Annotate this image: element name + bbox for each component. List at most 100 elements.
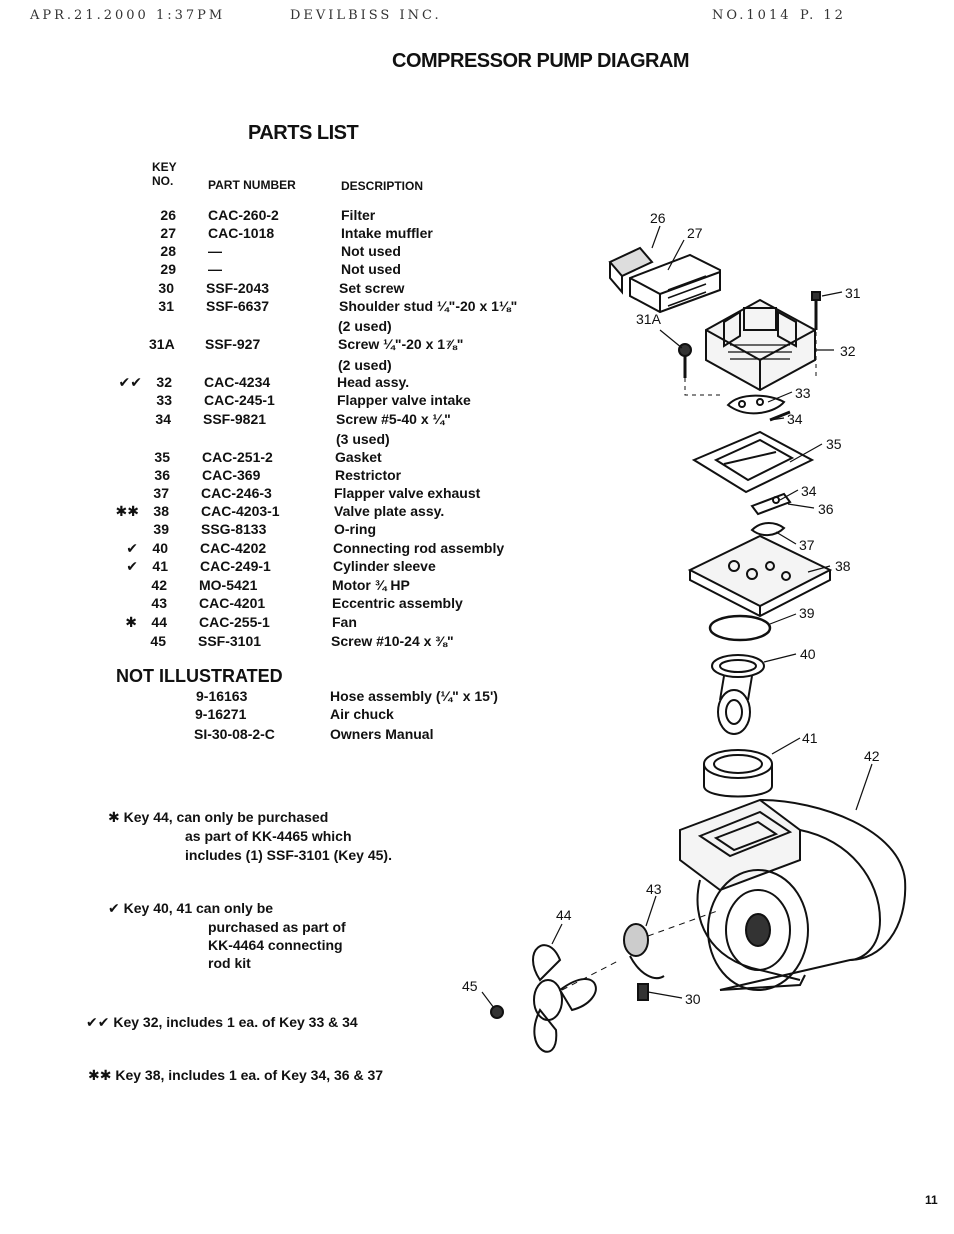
motor-drawing: [679, 798, 907, 991]
o-ring-drawing: [708, 614, 772, 642]
description: Fan: [332, 614, 357, 630]
fax-header-left: APR.21.2000 1:37PM: [30, 8, 226, 23]
parts-row: 29 — Not used: [0, 261, 600, 279]
description: O-ring: [334, 521, 376, 537]
intake-flapper-drawing: [726, 394, 791, 422]
key: 27: [160, 225, 176, 241]
not-illustrated-row: 9-16163 Hose assembly (¼" x 15'): [0, 688, 600, 706]
col-key-line2: NO.: [152, 174, 174, 188]
key: 42: [151, 577, 167, 593]
part-number: CAC-249-1: [200, 558, 271, 574]
description: Air chuck: [330, 706, 394, 722]
description: Screw ¼"-20 x 1⅞": [338, 336, 464, 352]
head-assembly-drawing: [705, 298, 816, 392]
mark: ✱✱: [115, 503, 139, 519]
part-number: CAC-4203-1: [201, 503, 280, 519]
key: 33: [156, 392, 172, 408]
mark: ✔✔: [118, 374, 142, 390]
description: Flapper valve intake: [337, 392, 471, 408]
key: 35: [154, 449, 170, 465]
key: 44: [151, 614, 167, 630]
note-key44-line3: includes (1) SSF-3101 (Key 45).: [185, 847, 392, 863]
description: Restrictor: [335, 467, 402, 483]
callout-45: 45: [462, 978, 478, 994]
description: (2 used): [338, 357, 392, 373]
description: Filter: [341, 207, 376, 223]
part-number: CAC-1018: [208, 225, 275, 241]
description: Screw #10-24 x ⅜": [331, 633, 454, 649]
callout-34-lower: 34: [801, 483, 817, 499]
connecting-rod-drawing: [711, 654, 765, 735]
fax-header-page: P. 12: [800, 8, 846, 23]
valve-plate-drawing: [687, 534, 833, 618]
callout-37: 37: [799, 537, 815, 553]
fan-drawing: [532, 944, 621, 1053]
callout-42: 42: [864, 748, 880, 764]
part-number: SSF-9821: [203, 411, 267, 427]
cylinder-sleeve-drawing: [703, 749, 773, 798]
page-title: COMPRESSOR PUMP DIAGRAM: [392, 50, 690, 72]
callout-40: 40: [800, 646, 816, 662]
callout-27: 27: [687, 225, 703, 241]
callout-31a: 31A: [636, 311, 662, 327]
part-number: —: [208, 261, 222, 277]
callout-32: 32: [840, 343, 856, 359]
part-number: CAC-251-2: [202, 449, 273, 465]
description: Hose assembly (¼" x 15'): [330, 688, 498, 704]
description: Intake muffler: [341, 225, 433, 241]
key: 32: [156, 374, 172, 390]
key: 41: [152, 558, 168, 574]
description: Valve plate assy.: [334, 503, 445, 519]
description: Not used: [341, 261, 401, 277]
callout-30: 30: [685, 991, 701, 1007]
key: 39: [153, 521, 169, 537]
callout-39: 39: [799, 605, 815, 621]
callout-34-upper: 34: [787, 411, 803, 427]
key: 30: [158, 280, 174, 296]
mark: ✔: [126, 558, 138, 574]
description: Flapper valve exhaust: [334, 485, 481, 501]
note-key40-line4: rod kit: [208, 955, 251, 971]
eccentric-drawing: [623, 909, 721, 980]
callout-31: 31: [845, 285, 861, 301]
compressor-pump-exploded-diagram: 26 27 31 31A 32 33 34 35 34 36 37 38 39 …: [462, 210, 907, 1053]
description: Cylinder sleeve: [333, 558, 436, 574]
key: 29: [160, 261, 176, 277]
part-number: MO-5421: [199, 577, 258, 593]
note-key40-line1: ✔ Key 40, 41 can only be: [108, 900, 274, 916]
description: (2 used): [338, 318, 392, 334]
col-part-number: PART NUMBER: [208, 178, 296, 192]
key: 38: [153, 503, 169, 519]
note-key44-line2: as part of KK-4465 which: [185, 828, 352, 844]
description: Owners Manual: [330, 726, 434, 742]
part-number: 9-16163: [196, 688, 248, 704]
part-number: CAC-245-1: [204, 392, 275, 408]
parts-row: 33 CAC-245-1 Flapper valve intake: [0, 392, 600, 410]
key: 34: [155, 411, 171, 427]
note-key32: ✔✔ Key 32, includes 1 ea. of Key 33 & 34: [86, 1014, 358, 1030]
not-illustrated-heading: NOT ILLUSTRATED: [116, 666, 283, 686]
note-key44-line1: ✱ Key 44, can only be purchased: [108, 809, 329, 825]
description: Screw #5-40 x ¼": [336, 411, 451, 427]
gasket-drawing: [691, 430, 815, 494]
leader-lines: [481, 225, 873, 1009]
part-number: CAC-255-1: [199, 614, 270, 630]
note-key38: ✱✱ Key 38, includes 1 ea. of Key 34, 36 …: [88, 1067, 384, 1083]
part-number: CAC-246-3: [201, 485, 272, 501]
mark: ✔: [126, 540, 138, 556]
key: 36: [154, 467, 170, 483]
